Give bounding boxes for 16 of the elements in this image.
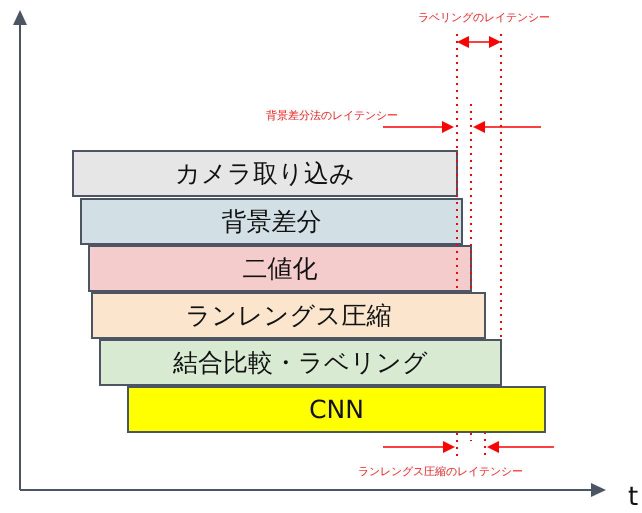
latency-label: ラベリングのレイテンシー — [418, 12, 550, 23]
axis-label: t — [628, 484, 638, 510]
latency-label: 背景差分法のレイテンシー — [266, 110, 398, 121]
bar-label: CNN — [309, 397, 364, 422]
bar-label: 背景差分 — [222, 209, 322, 234]
process-bar — [99, 339, 502, 386]
bar-label: ランレングス圧縮 — [186, 303, 392, 328]
process-bar — [72, 150, 458, 197]
process-bar — [127, 386, 546, 433]
bar-label: カメラ取り込み — [175, 161, 355, 186]
process-bar — [80, 198, 463, 245]
process-bar — [88, 245, 472, 292]
bar-label: 二値化 — [242, 256, 318, 281]
latency-label: ランレングス圧縮のレイテンシー — [358, 466, 523, 477]
bar-label: 結合比較・ラベリング — [173, 350, 428, 375]
process-bar — [91, 292, 486, 339]
